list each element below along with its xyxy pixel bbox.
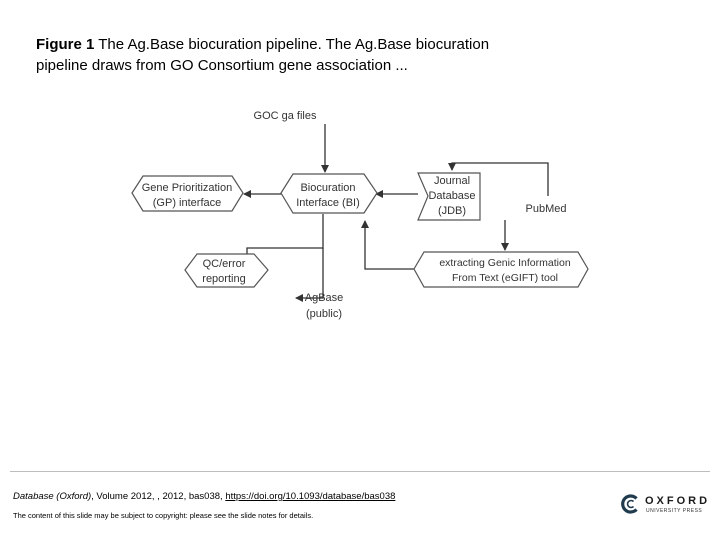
pipeline-diagram: GOC ga files Gene Prioritization (GP) in… (131, 110, 589, 320)
qc-node-line1: QC/error (203, 258, 246, 270)
figure-caption-text: The Ag.Base biocuration pipeline. The Ag… (36, 36, 490, 74)
goc-node: GOC ga files (254, 110, 317, 122)
footer-divider (10, 471, 710, 472)
copyright-notice: The content of this slide may be subject… (13, 511, 314, 520)
agbase-node-line2: (public) (306, 308, 342, 320)
bi-node-shape (280, 173, 378, 214)
figure-caption: Figure 1 The Ag.Base biocuration pipelin… (36, 34, 536, 76)
oxford-emblem-icon (621, 494, 638, 514)
arrow-pubmed-to-jdb (448, 162, 549, 196)
gp-node-line1: Gene Prioritization (142, 182, 233, 194)
doi-link[interactable]: https://doi.org/10.1093/database/bas038 (225, 491, 396, 502)
jdb-node-line3: (JDB) (438, 205, 466, 217)
gp-node-line2: (GP) interface (153, 197, 221, 209)
egift-node-line2: From Text (eGIFT) tool (452, 272, 558, 284)
qc-node-line2: reporting (202, 273, 245, 285)
agbase-node-line1: AgBase (305, 292, 344, 304)
jdb-node-line1: Journal (434, 175, 470, 187)
citation-text: , Volume 2012, , 2012, bas038, (91, 491, 226, 502)
arrow-bi-to-agbase (295, 248, 324, 302)
arrow-bi-to-qc (243, 214, 324, 263)
logo-subtitle: UNIVERSITY PRESS (646, 508, 703, 514)
figure-label: Figure 1 (36, 36, 95, 53)
citation-journal: Database (Oxford) (13, 491, 92, 502)
egift-node-line1: extracting Genic Information (439, 257, 570, 269)
pubmed-node: PubMed (526, 203, 567, 215)
jdb-node-shape (417, 172, 481, 221)
oxford-logo: OXFORD UNIVERSITY PRESS (621, 494, 709, 518)
gp-node-shape (131, 175, 244, 212)
egift-node-shape (413, 251, 589, 288)
jdb-node-line2: Database (428, 190, 475, 202)
qc-node-shape (184, 253, 269, 288)
logo-wordmark: OXFORD (645, 495, 711, 507)
bi-node-line2: Interface (BI) (296, 197, 360, 209)
citation: Database (Oxford), Volume 2012, , 2012, … (13, 491, 395, 502)
bi-node-line1: Biocuration (300, 182, 355, 194)
arrow-egift-to-bi (361, 220, 424, 270)
diagram-shapes (131, 172, 589, 288)
